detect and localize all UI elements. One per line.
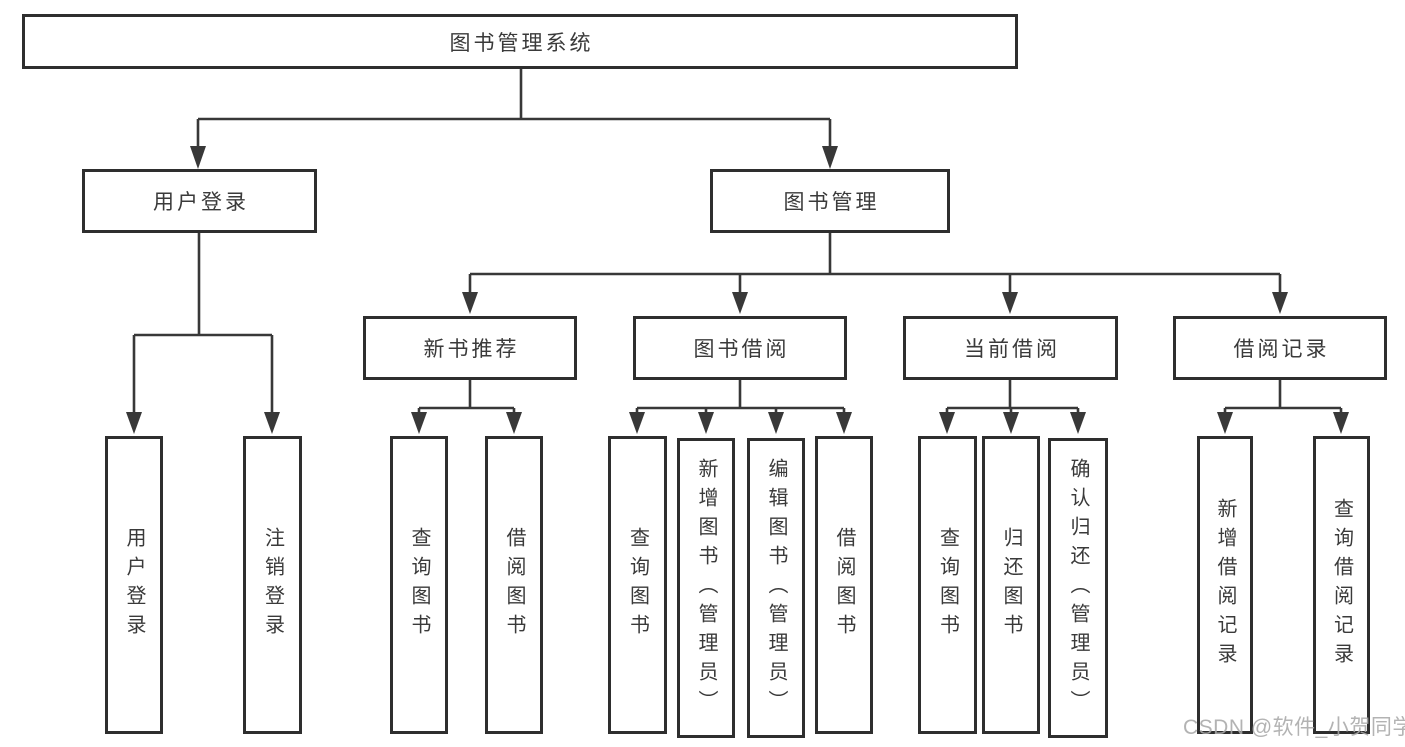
node-book-borrowing: 图书借阅 (633, 316, 847, 380)
node-label: 当前借阅 (964, 338, 1060, 361)
arrow-down-icon (506, 412, 522, 434)
arrow-down-icon (1002, 292, 1018, 314)
node-label: 新书推荐 (423, 338, 520, 361)
arrow-down-icon (1333, 412, 1349, 434)
leaf-return-books: 归还图书 (982, 436, 1040, 734)
node-current-borrowing: 当前借阅 (903, 316, 1118, 380)
leaf-query-books-recommend: 查询图书 (390, 436, 448, 734)
arrow-down-icon (411, 412, 427, 434)
node-new-book-recommendation: 新书推荐 (363, 316, 577, 380)
leaf-query-books-current: 查询图书 (918, 436, 977, 734)
node-label: 借阅记录 (1233, 338, 1330, 361)
arrow-down-icon (462, 292, 478, 314)
leaf-edit-books-admin: 编辑图书（管理员） (747, 438, 805, 738)
leaf-borrow-books-borrowing: 借阅图书 (815, 436, 873, 734)
arrow-down-icon (939, 412, 955, 434)
node-label: 图书管理系统 (449, 31, 594, 55)
arrow-down-icon (1070, 412, 1086, 434)
arrow-down-icon (264, 412, 280, 434)
node-label: 图书管理 (783, 191, 880, 214)
arrow-down-icon (822, 146, 838, 169)
arrow-down-icon (1003, 412, 1019, 434)
arrow-down-icon (1217, 412, 1233, 434)
node-borrowing-records: 借阅记录 (1173, 316, 1387, 380)
leaf-confirm-return-admin: 确认归还（管理员） (1048, 438, 1108, 738)
node-book-management: 图书管理 (710, 169, 950, 233)
arrowheads (126, 146, 1349, 434)
leaf-logout-login: 注销登录 (243, 436, 302, 734)
leaf-query-books-borrowing: 查询图书 (608, 436, 667, 734)
node-library-management-system: 图书管理系统 (22, 14, 1018, 69)
arrow-down-icon (629, 412, 645, 434)
leaf-add-books-admin: 新增图书（管理员） (677, 438, 735, 738)
arrow-down-icon (1272, 292, 1288, 314)
leaf-user-login: 用户登录 (105, 436, 163, 734)
arrow-down-icon (768, 412, 784, 434)
arrow-down-icon (126, 412, 142, 434)
arrow-down-icon (698, 412, 714, 434)
arrow-down-icon (836, 412, 852, 434)
node-label: 图书借阅 (693, 338, 790, 361)
leaf-borrow-books-recommend: 借阅图书 (485, 436, 543, 734)
arrow-down-icon (190, 146, 206, 169)
leaf-query-borrowing-record: 查询借阅记录 (1313, 436, 1370, 734)
arrow-down-icon (732, 292, 748, 314)
node-label: 用户登录 (153, 191, 249, 214)
node-user-login: 用户登录 (82, 169, 317, 233)
leaf-add-borrowing-record: 新增借阅记录 (1197, 436, 1253, 734)
csdn-watermark: CSDN @软件_小贺同学 (1183, 716, 1405, 739)
